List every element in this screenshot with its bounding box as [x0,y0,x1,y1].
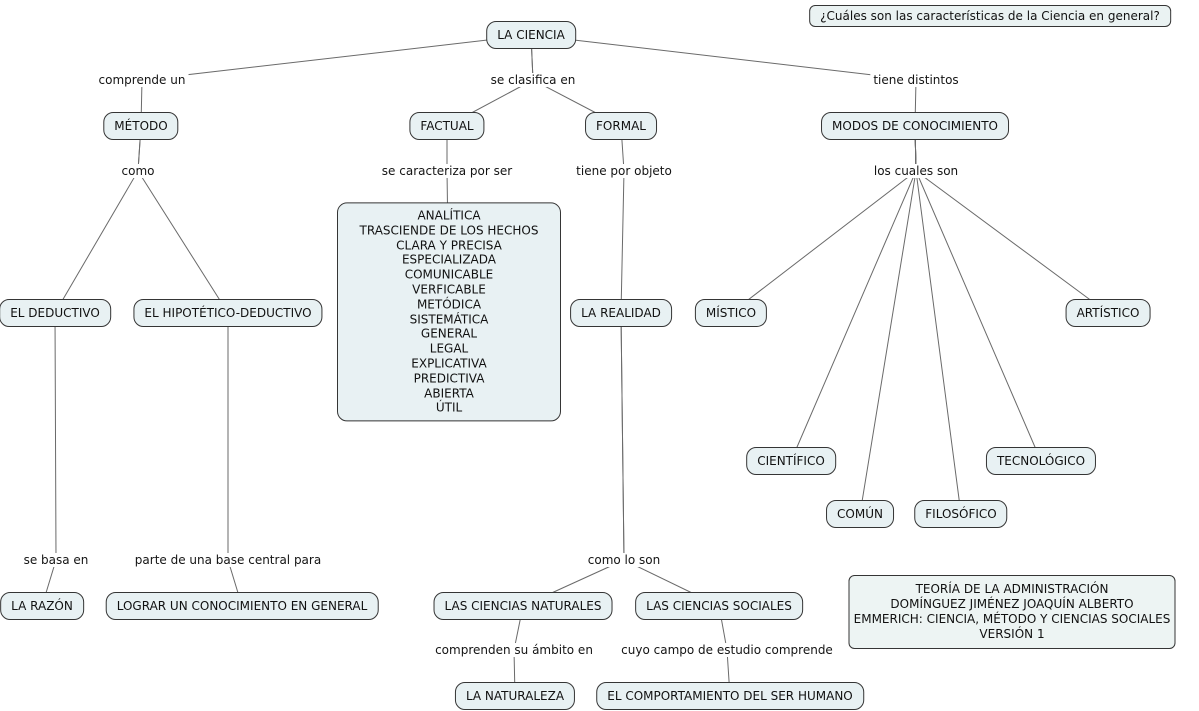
credits-note[interactable]: TEORÍA DE LA ADMINISTRACIÓN DOMÍNGUEZ JI… [848,575,1176,649]
node-ciencias-naturales[interactable]: LAS CIENCIAS NATURALES [433,592,613,620]
link-label-comprende-un[interactable]: comprende un [95,73,189,87]
link-label-como-lo-son[interactable]: como lo son [584,553,664,567]
node-factual[interactable]: FACTUAL [409,112,485,140]
node-lograr-conocimiento[interactable]: LOGRAR UN CONOCIMIENTO EN GENERAL [105,592,379,620]
node-metodo[interactable]: MÉTODO [103,112,179,140]
edge-modos-comun [859,125,917,515]
edge-metodo-hipotetico [137,125,229,314]
node-ciencias-sociales[interactable]: LAS CIENCIAS SOCIALES [635,592,803,620]
link-label-tiene-distintos[interactable]: tiene distintos [870,73,962,87]
node-la-naturaleza[interactable]: LA NATURALEZA [454,682,576,710]
node-la-ciencia[interactable]: LA CIENCIA [486,21,576,49]
node-la-realidad[interactable]: LA REALIDAD [570,299,672,327]
node-comun[interactable]: COMÚN [826,500,894,528]
link-label-tiene-por-objeto[interactable]: tiene por objeto [573,164,675,178]
node-artistico[interactable]: ARTÍSTICO [1065,299,1151,327]
node-modos-de-conocimiento[interactable]: MODOS DE CONOCIMIENTO [821,112,1009,140]
link-label-cuyo-campo-de-estudio[interactable]: cuyo campo de estudio comprende [618,643,836,657]
node-cientifico[interactable]: CIENTÍFICO [746,447,836,475]
link-label-como[interactable]: como [118,164,158,178]
edge-modos-mistico [730,125,917,314]
link-label-parte-de-una-base-central[interactable]: parte de una base central para [131,553,325,567]
link-label-se-basa-en[interactable]: se basa en [20,553,92,567]
node-mistico[interactable]: MÍSTICO [694,299,768,327]
node-la-razon[interactable]: LA RAZÓN [0,592,84,620]
link-label-se-clasifica-en[interactable]: se clasifica en [487,73,579,87]
link-label-comprenden-su-ambito-en[interactable]: comprenden su ámbito en [432,643,596,657]
node-comportamiento-ser-humano[interactable]: EL COMPORTAMIENTO DEL SER HUMANO [596,682,864,710]
question-note[interactable]: ¿Cuáles son las características de la Ci… [809,5,1171,27]
node-caracteristicas-list[interactable]: ANALÍTICA TRASCIENDE DE LOS HECHOS CLARA… [337,202,561,422]
edge-modos-artistico [914,125,1109,314]
node-el-deductivo[interactable]: EL DEDUCTIVO [0,299,111,327]
node-formal[interactable]: FORMAL [585,112,657,140]
edge-formal-realidad [620,125,625,314]
node-el-hipotetico-deductivo[interactable]: EL HIPOTÉTICO-DEDUCTIVO [133,299,323,327]
link-label-los-cuales-son[interactable]: los cuales son [870,164,962,178]
node-filosofico[interactable]: FILOSÓFICO [914,500,1008,528]
node-tecnologico[interactable]: TECNOLÓGICO [985,447,1097,475]
link-label-se-caracteriza-por-ser[interactable]: se caracteriza por ser [378,164,516,178]
edge-metodo-deductivo [54,125,142,314]
